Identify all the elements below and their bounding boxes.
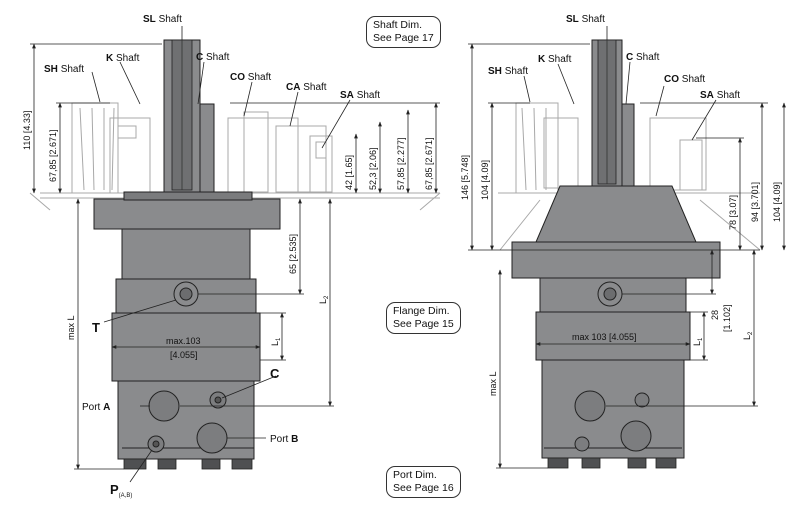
svg-text:L1: L1 [692, 337, 704, 346]
left-body-lower [117, 380, 255, 460]
svg-text:SA Shaft: SA Shaft [340, 90, 380, 101]
left-dim-lines [30, 26, 440, 483]
svg-text:CA Shaft: CA Shaft [286, 82, 327, 93]
right-body-band [535, 311, 691, 361]
right-labels: SL Shaft SH Shaft K Shaft C Shaft CO Sha… [460, 14, 782, 396]
svg-text:57,85 [2.277]: 57,85 [2.277] [396, 137, 406, 190]
svg-text:SA Shaft: SA Shaft [700, 90, 740, 101]
left-flange-top-strip [123, 191, 253, 201]
svg-text:max L: max L [66, 315, 76, 340]
svg-text:C Shaft: C Shaft [196, 52, 230, 63]
svg-text:[1.102]: [1.102] [722, 304, 732, 332]
left-label-sl: SL [143, 14, 156, 25]
svg-text:SH Shaft: SH Shaft [44, 64, 84, 75]
right-bell-housing [535, 185, 697, 243]
svg-text:SL Shaft: SL Shaft [566, 14, 605, 25]
svg-text:94 [3.701]: 94 [3.701] [750, 182, 760, 222]
left-flange [93, 198, 281, 230]
svg-text:28: 28 [710, 310, 720, 320]
right-flange [511, 241, 721, 279]
svg-text:CO Shaft: CO Shaft [230, 72, 271, 83]
svg-text:104 [4.09]: 104 [4.09] [480, 160, 490, 200]
svg-text:110 [4.33]: 110 [4.33] [22, 111, 32, 150]
svg-text:67,85 [2.671]: 67,85 [2.671] [48, 129, 58, 182]
svg-text:Port A: Port A [82, 402, 110, 413]
svg-text:L2: L2 [742, 331, 754, 340]
svg-text:max 103 [4.055]: max 103 [4.055] [572, 332, 637, 342]
svg-text:L1: L1 [270, 337, 282, 346]
svg-text:146 [5.748]: 146 [5.748] [460, 155, 470, 200]
svg-text:67,85 [2.671]: 67,85 [2.671] [424, 137, 434, 190]
svg-text:P(A,B): P(A,B) [110, 482, 132, 499]
left-view: SL Shaft SH Shaft K Shaft C Shaft CO Sha… [22, 14, 441, 499]
right-dim-lines [468, 26, 786, 469]
right-feet [547, 457, 677, 469]
svg-text:T: T [92, 320, 100, 335]
right-body-lower [541, 359, 685, 459]
svg-text:52,3 [2.06]: 52,3 [2.06] [368, 147, 378, 190]
svg-text:42 [1.65]: 42 [1.65] [344, 155, 354, 190]
svg-text:SH Shaft: SH Shaft [488, 66, 528, 77]
svg-text:78 [3.07]: 78 [3.07] [728, 195, 738, 230]
svg-text:L2: L2 [318, 295, 330, 304]
left-body-upper [121, 228, 251, 280]
svg-text:65 [2.535]: 65 [2.535] [288, 234, 298, 274]
svg-text:K Shaft: K Shaft [106, 53, 140, 64]
svg-text:max.103: max.103 [166, 336, 201, 346]
port-dim-note: Port Dim. See Page 16 [386, 466, 461, 498]
svg-text:Port B: Port B [270, 434, 298, 445]
right-ports [574, 281, 652, 452]
svg-text:K Shaft: K Shaft [538, 54, 572, 65]
svg-text:SL Shaft: SL Shaft [143, 14, 182, 25]
flange-dim-note: Flange Dim. See Page 15 [386, 302, 461, 334]
right-view: SL Shaft SH Shaft K Shaft C Shaft CO Sha… [460, 14, 786, 469]
svg-text:max L: max L [488, 371, 498, 396]
left-labels: SL Shaft SH Shaft K Shaft C Shaft CO Sha… [22, 14, 434, 499]
svg-text:C: C [270, 366, 280, 381]
left-feet [123, 458, 253, 470]
shaft-dim-note: Shaft Dim. See Page 17 [366, 16, 441, 48]
svg-text:[4.055]: [4.055] [170, 350, 198, 360]
svg-text:104 [4.09]: 104 [4.09] [772, 182, 782, 222]
svg-text:CO Shaft: CO Shaft [664, 74, 705, 85]
left-ports [147, 281, 228, 454]
right-shaft [591, 39, 635, 187]
svg-text:C Shaft: C Shaft [626, 52, 660, 63]
